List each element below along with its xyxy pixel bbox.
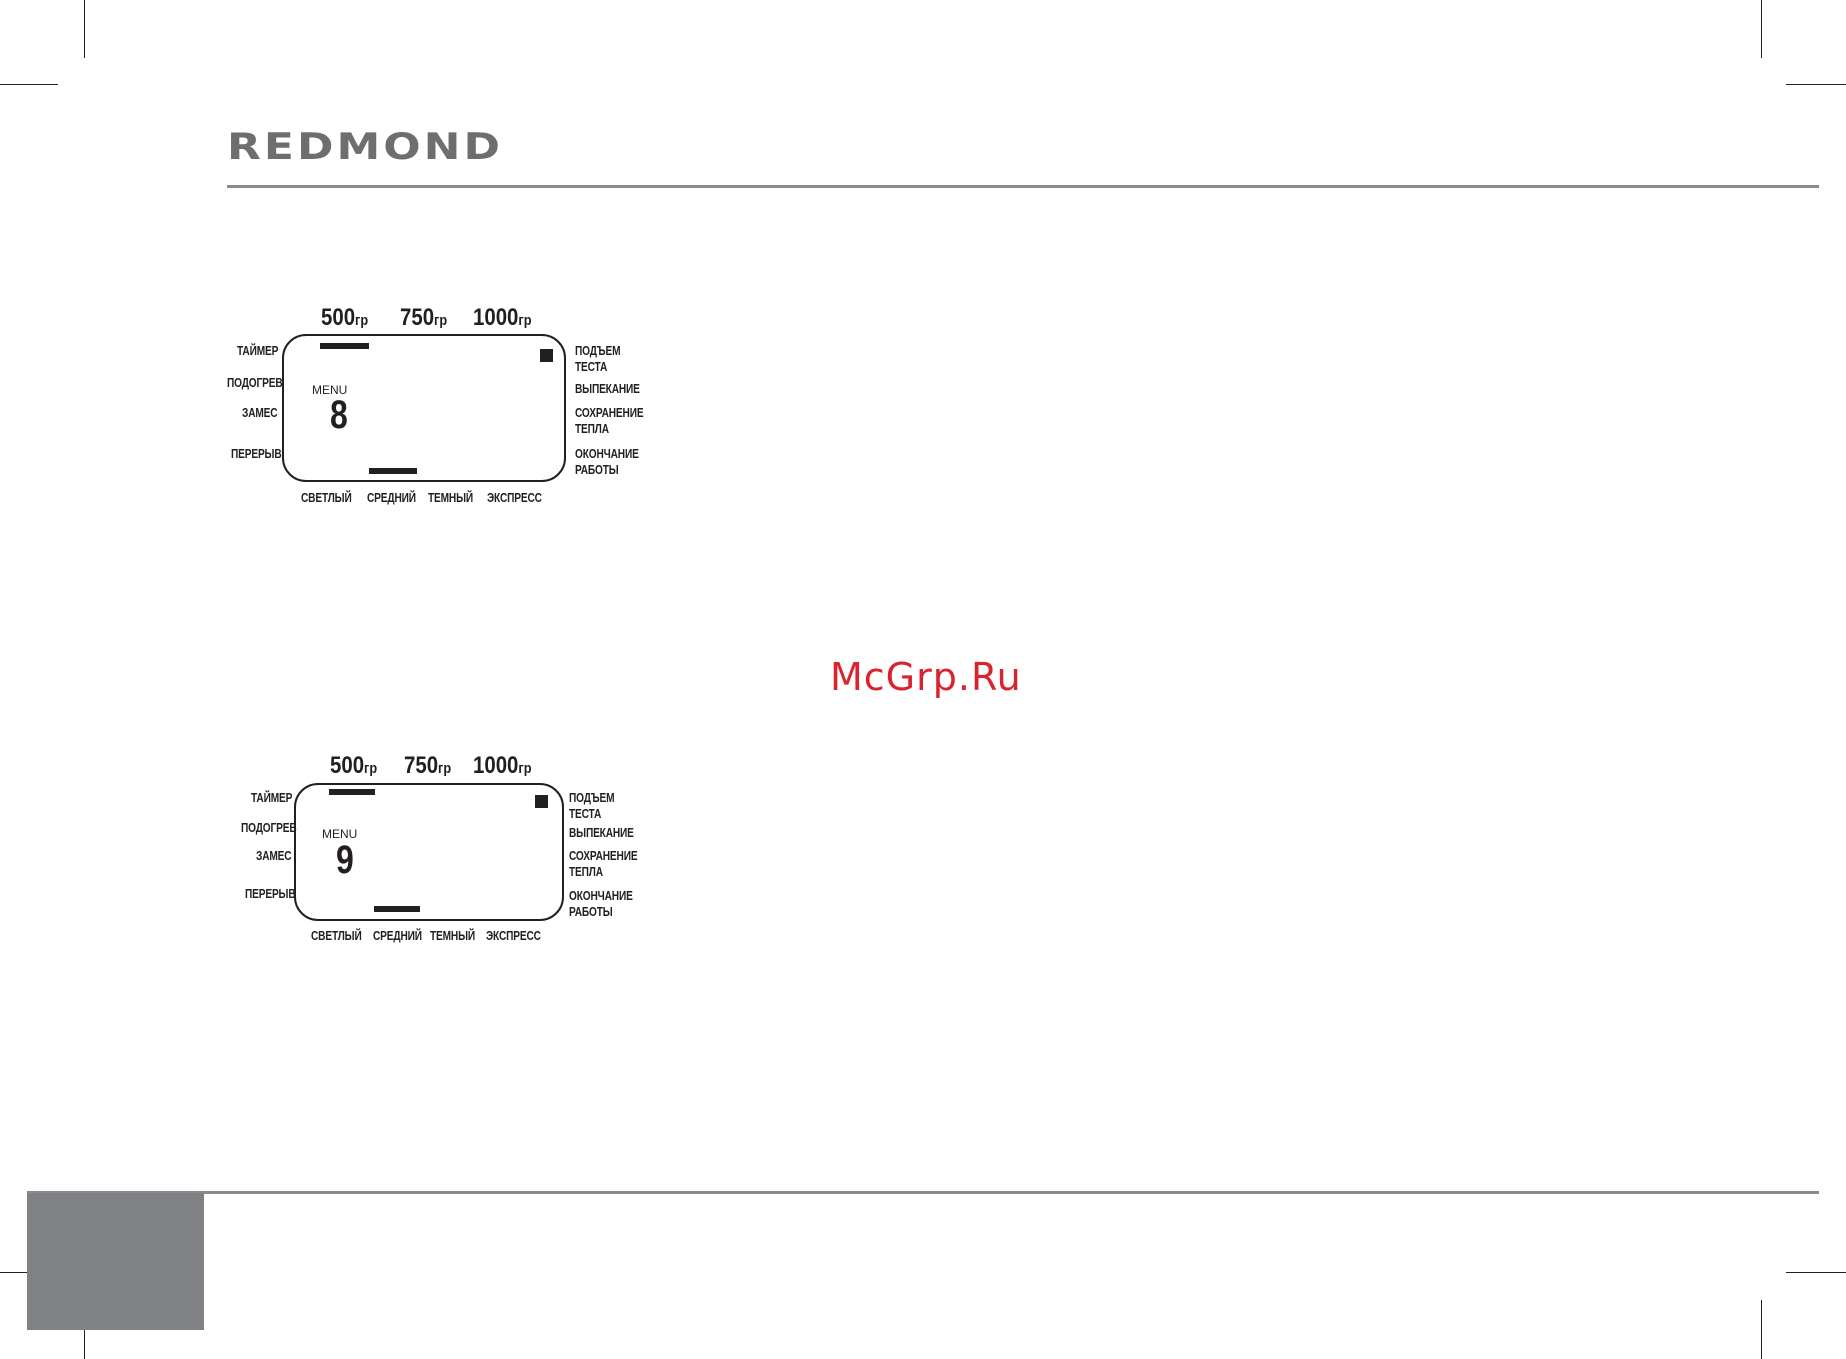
weight-500: 500гр [321, 304, 369, 331]
crust-indicator-bar [374, 906, 420, 912]
lcd-screen [282, 334, 566, 482]
label-light: СВЕТЛЫЙ [311, 928, 362, 943]
weight-750: 750гр [400, 304, 448, 331]
label-kneading: ЗАМЕС [242, 405, 278, 420]
weight-500: 500гр [330, 752, 378, 779]
footer-rule [27, 1191, 1819, 1194]
label-express: ЭКСПРЕСС [486, 928, 541, 943]
label-dark: ТЕМНЫЙ [430, 928, 476, 943]
label-medium: СРЕДНИЙ [367, 490, 416, 505]
label-timer: ТАЙМЕР [237, 343, 279, 358]
label-express: ЭКСПРЕСС [487, 490, 542, 505]
crop-mark-top-right-v [1761, 0, 1762, 58]
page-number-block [27, 1193, 204, 1330]
weight-1000: 1000гр [473, 752, 532, 779]
label-warming: ПОДОГРЕВ [227, 375, 283, 390]
label-end: ОКОНЧАНИЕ РАБОТЫ [569, 888, 633, 919]
label-light: СВЕТЛЫЙ [301, 490, 352, 505]
stage-indicator-square [540, 349, 553, 362]
menu-number: 9 [336, 838, 354, 882]
label-keep-warm: СОХРАНЕНИЕ ТЕПЛА [575, 405, 644, 436]
label-end: ОКОНЧАНИЕ РАБОТЫ [575, 446, 639, 477]
menu-number: 8 [330, 393, 348, 437]
crop-mark-top-right-h [1786, 84, 1846, 85]
label-keep-warm: СОХРАНЕНИЕ ТЕПЛА [569, 848, 638, 879]
weight-750: 750гр [404, 752, 452, 779]
menu-label: MENU [322, 827, 358, 841]
crop-mark-top-left-h [0, 84, 58, 85]
label-kneading: ЗАМЕС [256, 848, 292, 863]
label-baking: ВЫПЕКАНИЕ [569, 825, 634, 840]
watermark: McGrp.Ru [830, 655, 1022, 699]
header-rule [227, 185, 1819, 188]
stage-indicator-square [535, 795, 548, 808]
crop-mark-bottom-right-v [1761, 1300, 1762, 1359]
label-timer: ТАЙМЕР [251, 790, 293, 805]
weight-1000: 1000гр [473, 304, 532, 331]
crop-mark-bottom-right-h [1786, 1272, 1846, 1273]
brand-logo: REDMOND [227, 126, 503, 168]
label-dough-rise: ПОДЪЕМ ТЕСТА [575, 343, 621, 374]
label-baking: ВЫПЕКАНИЕ [575, 381, 640, 396]
label-warming: ПОДОГРЕВ [241, 820, 297, 835]
crop-mark-top-left-v [84, 0, 85, 58]
weight-indicator-bar [320, 343, 369, 349]
label-dough-rise: ПОДЪЕМ ТЕСТА [569, 790, 615, 821]
lcd-screen [294, 783, 564, 921]
crust-indicator-bar [369, 468, 417, 474]
label-medium: СРЕДНИЙ [373, 928, 422, 943]
weight-indicator-bar [329, 789, 375, 795]
label-pause: ПЕРЕРЫВ [231, 446, 282, 461]
menu-label: MENU [312, 383, 348, 397]
label-dark: ТЕМНЫЙ [428, 490, 474, 505]
label-pause: ПЕРЕРЫВ [245, 886, 296, 901]
